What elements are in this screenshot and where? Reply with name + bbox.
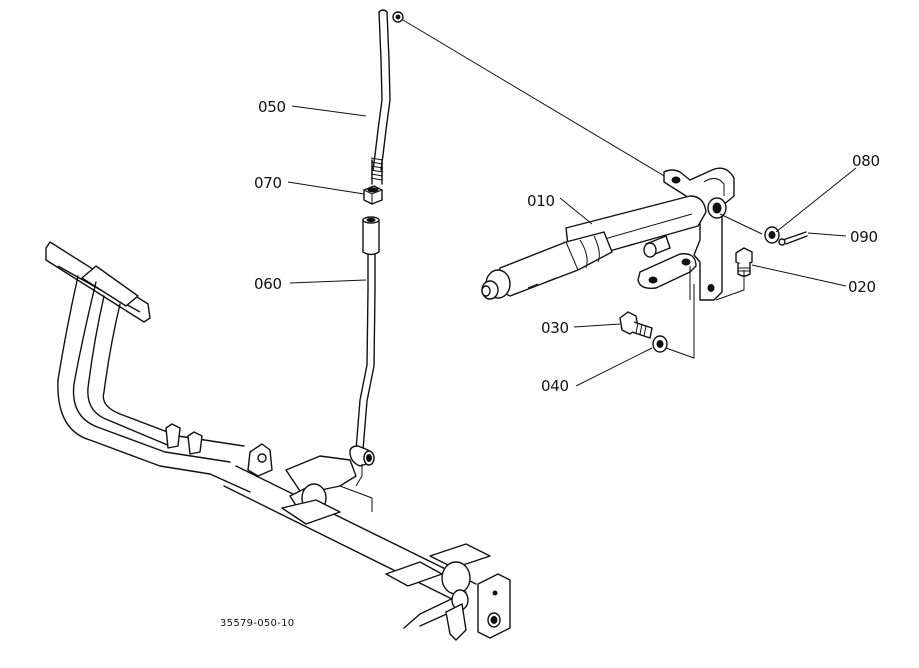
- label-060: 060: [254, 275, 282, 293]
- label-050: 050: [258, 98, 286, 116]
- connection-line: [402, 19, 672, 181]
- lower-rod-060: [349, 216, 380, 467]
- label-040: 040: [541, 377, 569, 395]
- label-020: 020: [848, 278, 876, 296]
- washer-080: [764, 226, 780, 244]
- label-090: 090: [850, 228, 878, 246]
- upper-rod-050: [370, 9, 404, 185]
- label-030: 030: [541, 319, 569, 337]
- nut-070: [363, 185, 383, 205]
- drawing-code: 35579-050-10: [220, 618, 294, 629]
- split-pin-090: [778, 231, 808, 246]
- label-070: 070: [254, 174, 282, 192]
- brake-pedal-shaft-assembly: [45, 241, 511, 641]
- hand-lever-010: [481, 167, 735, 301]
- washer-040: [652, 335, 668, 353]
- leader-lines: [287, 105, 857, 387]
- label-010: 010: [527, 192, 555, 210]
- label-080: 080: [852, 152, 880, 170]
- bolt-030: [619, 311, 653, 339]
- assembly-guide-lines: [665, 213, 763, 359]
